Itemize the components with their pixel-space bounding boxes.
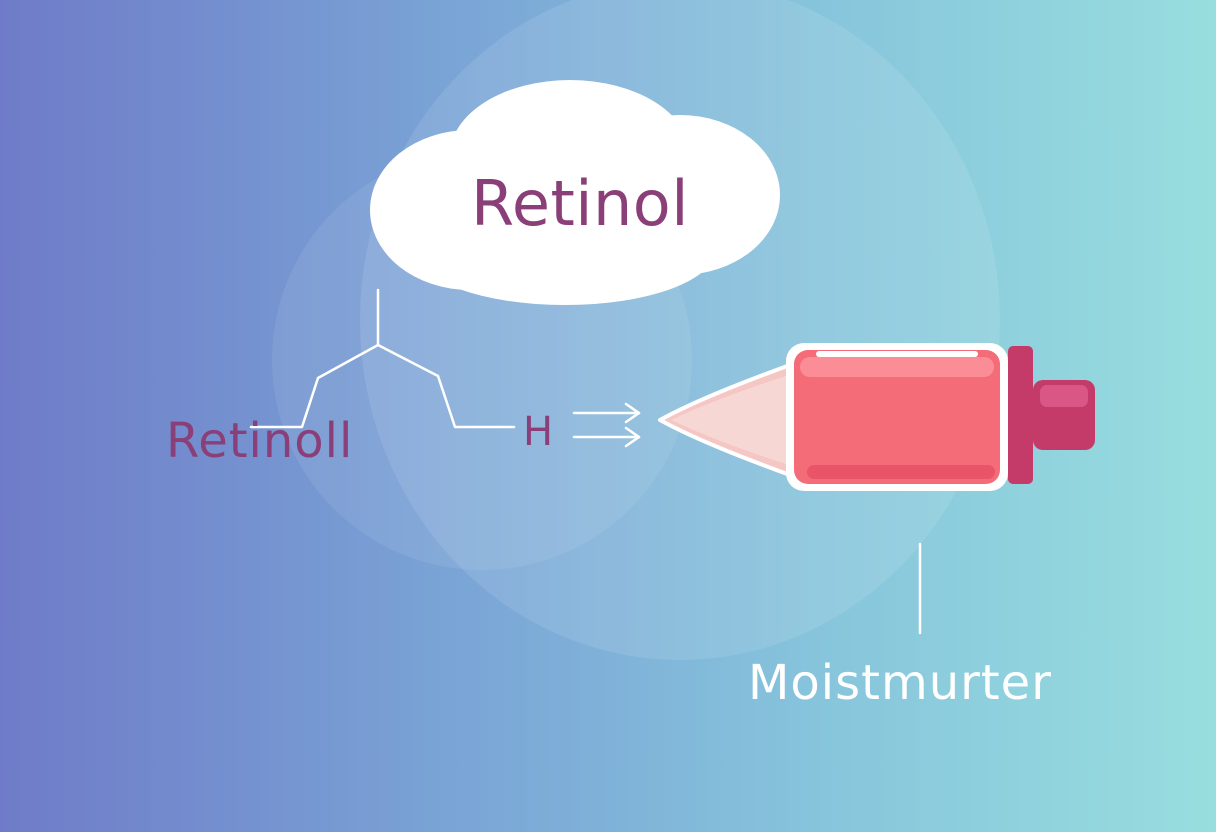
cloud-title: Retinol <box>471 167 689 240</box>
molecule-label: Retinoll <box>166 413 354 469</box>
tube-label: Moistmurter <box>748 655 1052 711</box>
molecule-structure-icon <box>249 288 516 429</box>
hydrogen-label: H <box>523 409 554 455</box>
cloud-icon <box>370 80 780 305</box>
lotion-tube-icon <box>658 343 1095 491</box>
double-arrow-icon <box>572 402 641 448</box>
background-glow-large <box>360 0 1000 660</box>
